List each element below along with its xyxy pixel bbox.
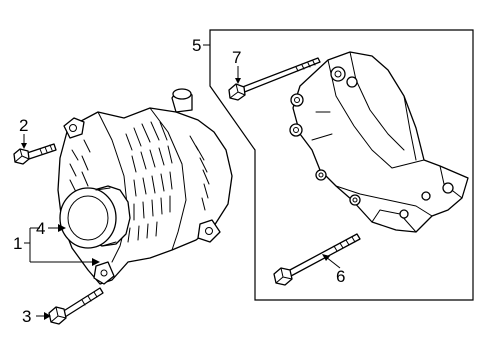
flange-bolt-2-icon[interactable]	[13, 143, 57, 165]
callout-6-arrowhead	[322, 254, 330, 261]
callout-3-arrowhead	[44, 312, 51, 320]
callout-6-leader	[325, 256, 341, 269]
callout-5: 5	[192, 36, 201, 55]
bracket-assembly-frame	[209, 29, 474, 301]
callout-3: 3	[22, 307, 31, 326]
long-bolt-6-icon[interactable]	[273, 233, 361, 286]
flange-bolt-3-icon[interactable]	[48, 287, 104, 325]
callout-4-arrowhead	[58, 224, 66, 232]
callout-7-arrowhead	[235, 78, 241, 84]
callout-1: 1	[13, 234, 22, 253]
callout-2: 2	[19, 116, 28, 135]
alternator-icon[interactable]	[57, 88, 233, 285]
callout-1-leader	[24, 227, 95, 263]
long-bolt-7-icon[interactable]	[228, 57, 321, 101]
mounting-bracket-icon[interactable]	[289, 51, 469, 233]
callout-6: 6	[336, 267, 345, 286]
callout-1-arrowhead	[92, 258, 100, 266]
callout-2-arrowhead	[21, 143, 27, 149]
callout-4: 4	[36, 219, 45, 238]
pulley-icon[interactable]	[59, 185, 131, 249]
callout-7: 7	[232, 48, 241, 67]
